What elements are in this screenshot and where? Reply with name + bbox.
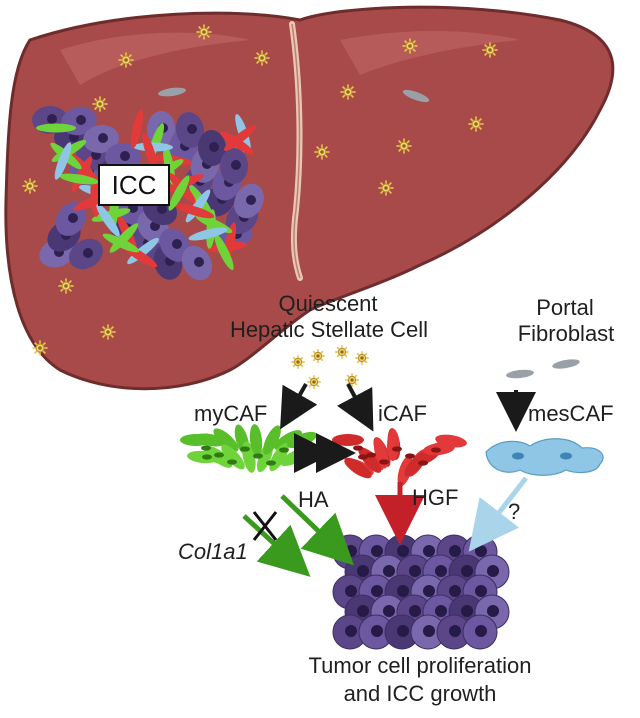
stellate-cell-icon <box>118 52 134 68</box>
arrow-mescaf-question <box>468 476 528 552</box>
arrow-hsc-to-mycaf <box>280 383 318 430</box>
mescaf-label: mesCAF <box>528 401 614 426</box>
icaf-cell-cluster <box>332 428 467 487</box>
col1a1-label: Col1a1 <box>178 539 248 564</box>
icaf-label: iCAF <box>378 401 427 426</box>
pf-label-line1: Portal <box>536 295 594 320</box>
hgf-label: HGF <box>412 485 459 510</box>
liver-portal-fibroblasts <box>158 87 430 103</box>
stellate-cell-icon <box>378 180 394 196</box>
arrow-col1a1 <box>242 514 311 577</box>
stellate-cell-icon <box>291 355 305 369</box>
arrow-ha <box>280 494 355 566</box>
stellate-cell-icon <box>32 340 48 356</box>
stellate-cell-icon <box>92 96 108 112</box>
stellate-cell-icon <box>22 178 38 194</box>
diagram-arrows <box>242 383 536 577</box>
stellate-cell-icon <box>396 138 412 154</box>
quiescent-hsc-icons <box>291 345 369 389</box>
qhsc-label-line2: Hepatic Stellate Cell <box>229 317 429 342</box>
pf-label-line2: Fibroblast <box>517 321 615 346</box>
stellate-cell-icon <box>468 116 484 132</box>
stellate-cell-icon <box>307 375 321 389</box>
mycaf-label: myCAF <box>194 401 268 426</box>
outcome-label-line2: and ICC growth <box>343 681 497 706</box>
tumor-cell-cluster <box>332 534 510 650</box>
stellate-cell-icon <box>311 349 325 363</box>
stellate-cell-icon <box>335 345 349 359</box>
qhsc-label-line1: Quiescent <box>278 291 378 316</box>
mescaf-cell-cluster <box>485 438 604 476</box>
stellate-cell-icon <box>482 42 498 58</box>
ha-label: HA <box>298 487 329 512</box>
arrow-hsc-to-icaf <box>336 383 374 432</box>
mycaf-cell-cluster <box>180 424 318 473</box>
stellate-cell-icon <box>355 351 369 365</box>
question-label: ? <box>508 499 521 524</box>
stellate-cell-icon <box>340 84 356 100</box>
portal-fibroblast-icons <box>506 359 580 379</box>
stellate-cell-icon <box>196 24 212 40</box>
liver-illustration <box>4 5 615 391</box>
icc-label-box: ICC <box>98 164 170 206</box>
stellate-cell-icon <box>254 50 270 66</box>
stellate-cell-icon <box>314 144 330 160</box>
stellate-cell-icon <box>402 38 418 54</box>
stellate-cell-icon <box>100 324 116 340</box>
outcome-label-line1: Tumor cell proliferation <box>308 653 532 678</box>
stellate-cell-icon <box>58 278 74 294</box>
